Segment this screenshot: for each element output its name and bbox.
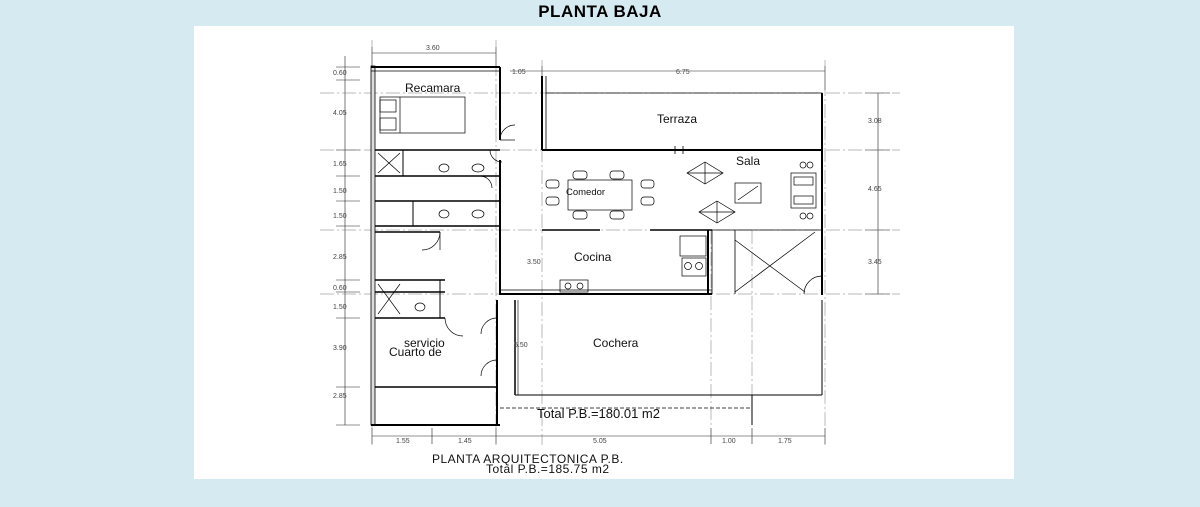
dim-bottom: 5.05	[593, 438, 607, 445]
stair-void	[734, 231, 816, 293]
plan-total: Total P.B.=185.75 m2	[486, 462, 610, 476]
dim-bottom: 1.00	[722, 438, 736, 445]
room-cochera: Cochera	[593, 336, 639, 350]
dim-left: 1.50	[333, 304, 347, 311]
room-cocina: Cocina	[574, 250, 612, 264]
dim-inner-kitchen: 3.50	[527, 259, 541, 266]
floor-plan-sheet: 3.60 1.05 6.75 0.60 4.05 1.65 1.50 1.50 …	[194, 26, 1014, 479]
room-labels: Recamara Terraza Sala Comedor Cocina Coc…	[389, 81, 760, 359]
dim-left: 3.90	[333, 345, 347, 352]
dim-bottom: 1.45	[458, 438, 472, 445]
dim-left: 1.65	[333, 161, 347, 168]
room-comedor: Comedor	[566, 187, 605, 198]
room-servicio-line2: Cuarto de	[389, 345, 442, 359]
dim-top-left: 3.60	[426, 45, 440, 52]
dim-top-mid: 1.05	[512, 69, 526, 76]
dim-right: 3.08	[868, 118, 882, 125]
axis-lines	[320, 40, 900, 445]
room-servicio-line1: servicio	[404, 336, 445, 350]
dim-inner-garage: 5.50	[514, 342, 528, 349]
dim-left: 4.05	[333, 110, 347, 117]
total-inner-label: Total P.B.=180.01 m2	[537, 406, 660, 421]
dim-left: 1.50	[333, 188, 347, 195]
dim-right: 3.45	[868, 259, 882, 266]
dim-left: 1.50	[333, 213, 347, 220]
furniture	[377, 96, 817, 315]
page-title: PLANTA BAJA	[538, 2, 662, 21]
dim-left: 2.85	[333, 393, 347, 400]
dim-top-right: 6.75	[676, 69, 690, 76]
room-recamara: Recamara	[405, 81, 461, 95]
walls	[370, 65, 823, 426]
plan-title: PLANTA ARQUITECTONICA P.B.	[432, 452, 624, 466]
dim-left: 0.60	[333, 70, 347, 77]
room-sala: Sala	[736, 154, 760, 168]
dim-left: 2.85	[333, 254, 347, 261]
floor-plan-drawing: 3.60 1.05 6.75 0.60 4.05 1.65 1.50 1.50 …	[320, 40, 900, 476]
dimension-labels: 3.60 1.05 6.75 0.60 4.05 1.65 1.50 1.50 …	[333, 45, 882, 445]
dim-left: 0.60	[333, 285, 347, 292]
terrace-openings	[674, 146, 684, 154]
doors	[421, 124, 823, 377]
dim-bottom: 1.75	[778, 438, 792, 445]
dim-right: 4.65	[868, 186, 882, 193]
dimension-lines	[336, 47, 890, 444]
dim-bottom: 1.55	[396, 438, 410, 445]
room-terraza: Terraza	[657, 112, 697, 126]
